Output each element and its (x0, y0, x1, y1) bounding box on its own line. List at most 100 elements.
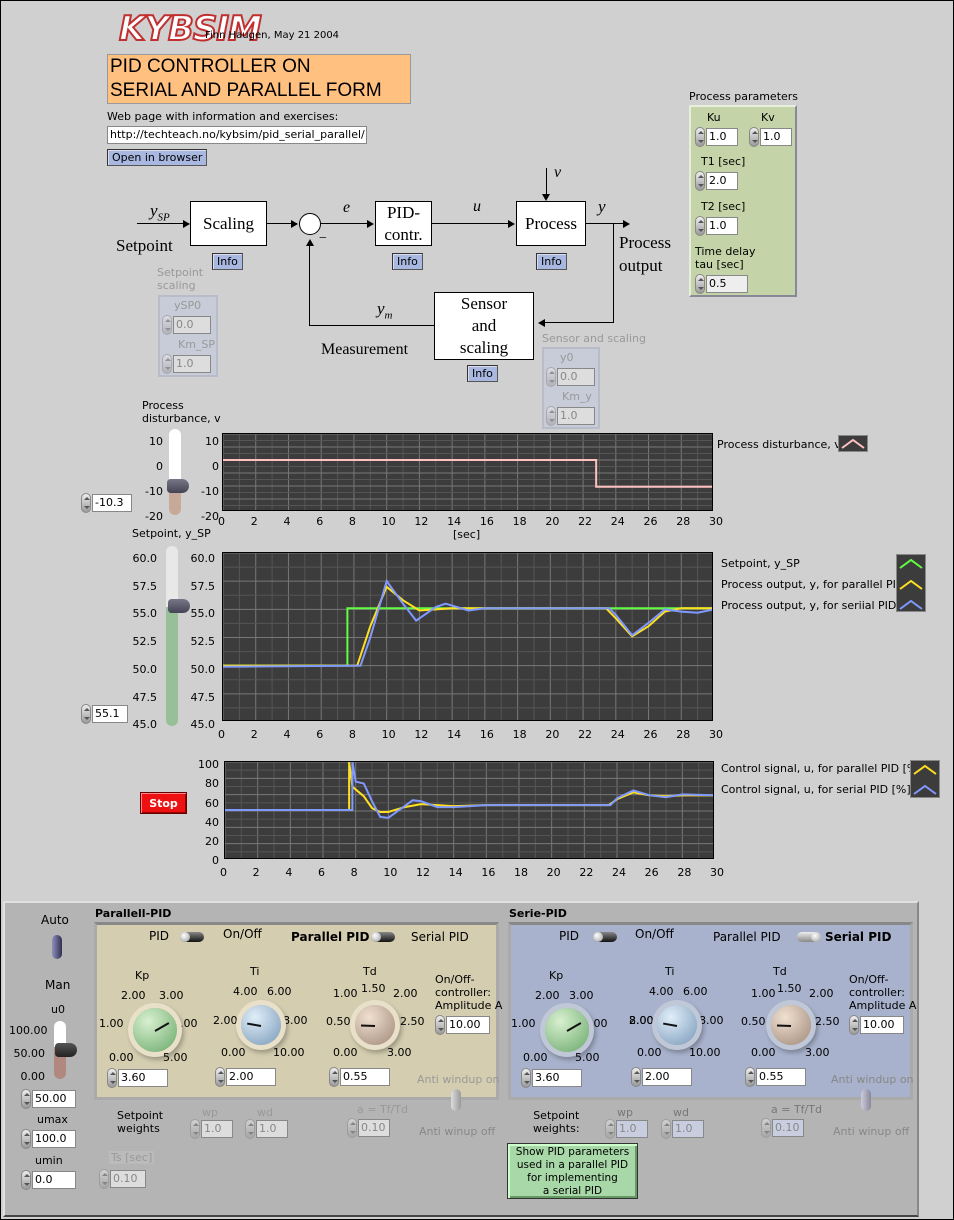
t1-value[interactable]: 2.0 (706, 172, 738, 190)
process-info-button[interactable]: Info (536, 253, 567, 270)
td-knob[interactable] (355, 1005, 395, 1045)
spin-icon[interactable] (329, 1067, 339, 1087)
amplitude-input[interactable]: 10.00 (435, 1015, 490, 1035)
td-input[interactable]: 0.55 (329, 1067, 390, 1087)
disturbance-value[interactable]: -10.3 (92, 494, 132, 512)
kmsp-input[interactable]: 1.0 (162, 354, 211, 374)
ku-value[interactable]: 1.0 (706, 128, 738, 146)
spin-icon[interactable] (81, 493, 91, 513)
u0-slider-thumb[interactable] (55, 1043, 77, 1057)
spin-icon[interactable] (695, 274, 705, 294)
kp-knob[interactable] (133, 1008, 177, 1052)
parallel-serial-toggle[interactable] (797, 932, 821, 942)
kp-value[interactable]: 3.60 (118, 1069, 168, 1087)
td-value[interactable]: 0.55 (340, 1068, 390, 1086)
kmy-input[interactable]: 1.0 (546, 406, 595, 426)
auto-man-toggle[interactable] (52, 935, 62, 959)
kp-knob[interactable] (545, 1008, 589, 1052)
wp-input[interactable]: 1.0 (190, 1119, 233, 1139)
td-knob[interactable] (771, 1005, 811, 1045)
td-value[interactable]: 0.55 (756, 1068, 806, 1086)
umax-input[interactable]: 100.0 (21, 1129, 76, 1149)
legend-swatches-icon[interactable] (896, 554, 926, 612)
wd-input[interactable]: 1.0 (245, 1119, 288, 1139)
scaling-info-button[interactable]: Info (212, 253, 243, 270)
disturbance-input[interactable]: -10.3 (81, 493, 132, 513)
wd-input[interactable]: 1.0 (661, 1119, 704, 1139)
t2-input[interactable]: 1.0 (695, 216, 738, 236)
anti-windup-toggle[interactable] (861, 1089, 871, 1111)
td-input[interactable]: 0.55 (745, 1067, 806, 1087)
pid-onoff-toggle[interactable] (180, 932, 204, 942)
disturbance-slider[interactable] (169, 429, 181, 515)
ti-knob[interactable] (657, 1005, 697, 1045)
spin-icon[interactable] (21, 1089, 31, 1109)
spin-icon[interactable] (749, 127, 759, 147)
ti-value[interactable]: 2.00 (226, 1068, 276, 1086)
spin-icon[interactable] (107, 1068, 117, 1088)
legend-setpoint: Setpoint, y_SP (721, 557, 800, 570)
tau-label-2: tau [sec] (695, 258, 744, 271)
t2-value[interactable]: 1.0 (706, 217, 738, 235)
amplitude-value[interactable]: 10.00 (446, 1016, 490, 1034)
ti-knob[interactable] (241, 1005, 281, 1045)
spin-icon[interactable] (435, 1015, 445, 1035)
parallel-serial-toggle[interactable] (371, 932, 395, 942)
a-input[interactable]: 0.10 (761, 1118, 804, 1138)
kv-value[interactable]: 1.0 (760, 128, 792, 146)
tau-input[interactable]: 0.5 (695, 274, 748, 294)
t1-input[interactable]: 2.0 (695, 171, 738, 191)
sensor-info-button[interactable]: Info (467, 365, 498, 382)
spin-icon[interactable] (21, 1129, 31, 1149)
anti-windup-toggle[interactable] (451, 1089, 461, 1111)
u0-input[interactable]: 50.00 (21, 1089, 76, 1109)
setpoint-slider-thumb[interactable] (168, 599, 190, 613)
url-field[interactable]: http://techteach.no/kybsim/pid_serial_pa… (107, 126, 367, 144)
u-symbol: u (473, 198, 481, 215)
pid-info-button[interactable]: Info (392, 253, 423, 270)
spin-icon[interactable] (695, 171, 705, 191)
setpoint-value[interactable]: 55.1 (92, 705, 128, 723)
disturbance-slider-thumb[interactable] (167, 479, 189, 493)
spin-icon[interactable] (695, 216, 705, 236)
ysp0-input[interactable]: 0.0 (162, 315, 211, 335)
spin-icon[interactable] (849, 1015, 859, 1035)
u0-value[interactable]: 50.00 (32, 1090, 76, 1108)
y0-input[interactable]: 0.0 (546, 367, 595, 387)
umin-value[interactable]: 0.0 (32, 1171, 76, 1189)
spin-icon[interactable] (695, 127, 705, 147)
ti-value[interactable]: 2.00 (642, 1068, 692, 1086)
pid-onoff-toggle[interactable] (593, 932, 617, 942)
legend-disturbance-swatch-icon[interactable] (838, 435, 868, 452)
ku-input[interactable]: 1.0 (695, 127, 738, 147)
setpoint-input[interactable]: 55.1 (81, 704, 128, 724)
spin-icon[interactable] (745, 1067, 755, 1087)
amplitude-value[interactable]: 10.00 (860, 1016, 904, 1034)
spin-icon[interactable] (21, 1170, 31, 1190)
umax-value[interactable]: 100.0 (32, 1130, 76, 1148)
spin-icon[interactable] (215, 1067, 225, 1087)
kv-input[interactable]: 1.0 (749, 127, 792, 147)
x-tick: 14 (448, 866, 463, 879)
ti-input[interactable]: 2.00 (631, 1067, 692, 1087)
amplitude-input[interactable]: 10.00 (849, 1015, 904, 1035)
tau-value[interactable]: 0.5 (706, 275, 748, 293)
kp-input[interactable]: 3.60 (107, 1068, 168, 1088)
x-tick: 28 (677, 866, 692, 879)
legend-u-swatches-icon[interactable] (910, 760, 940, 798)
spin-icon[interactable] (631, 1067, 641, 1087)
spin-icon[interactable] (81, 704, 91, 724)
spin-icon[interactable] (521, 1068, 531, 1088)
error-symbol: e (343, 199, 351, 216)
kp-input[interactable]: 3.60 (521, 1068, 582, 1088)
ti-input[interactable]: 2.00 (215, 1067, 276, 1087)
wp-input[interactable]: 1.0 (605, 1119, 648, 1139)
kp-value[interactable]: 3.60 (532, 1069, 582, 1087)
stop-button[interactable]: Stop (140, 792, 187, 814)
a-input[interactable]: 0.10 (347, 1118, 390, 1138)
umin-input[interactable]: 0.0 (21, 1170, 76, 1190)
ts-input[interactable]: 0.10 (99, 1169, 146, 1189)
open-in-browser-button[interactable]: Open in browser (107, 149, 208, 166)
setpoint-slider[interactable] (166, 546, 178, 726)
